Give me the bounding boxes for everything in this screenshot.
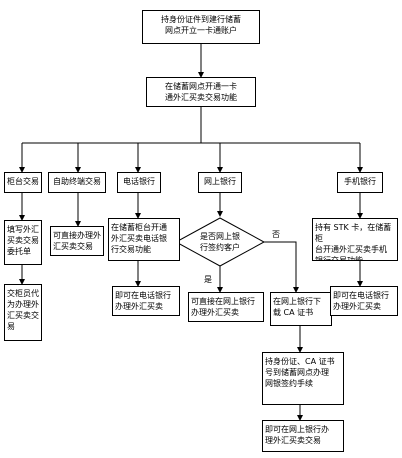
node-mobile-trade-result: 即可在电话银行 办理外汇买卖 [330, 286, 398, 316]
node-enable-fx-trading: 在储蓄网点开通一卡 通外汇买卖交易功能 [146, 77, 256, 107]
node-online-direct-trade: 可直接在网上银行 办理外汇买卖 [188, 292, 264, 322]
node-fill-order-form: 填写外汇 买卖交易 委托单 [4, 220, 42, 265]
node-sign-online-banking: 持身份证、CA 证书 号到储蓄网点办理 网银签约手续 [262, 352, 344, 405]
node-enable-mobile-trading: 持有 STK 卡，在储蓄柜 台开通外汇买卖手机 银行交易功能 [312, 218, 398, 261]
decision-is-online-customer: 是否网上银 行签约客户 [200, 232, 240, 252]
node-teller-handles-trade: 交柜员代 为办理外 汇买卖交 易 [4, 284, 42, 341]
node-enable-phone-trading: 在储蓄柜台开通 外汇买卖电话银 行交易功能 [108, 218, 180, 261]
node-direct-trade-terminal: 可直接办理外 汇买卖交易 [50, 226, 104, 256]
node-online-trade-result: 即可在网上银行办 理外汇买卖交易 [262, 420, 344, 452]
node-online-banking: 网上银行 [198, 172, 242, 193]
node-counter-trading: 柜台交易 [4, 172, 42, 193]
node-open-account: 持身份证件到建行储蓄 网点开立一卡通账户 [142, 10, 260, 44]
node-phone-trade-result: 即可在电话银行 办理外汇买卖 [112, 286, 180, 316]
node-self-service-trading: 自助终端交易 [48, 172, 106, 193]
node-phone-banking: 电话银行 [117, 172, 161, 193]
edge-decision-no [264, 241, 299, 293]
label-yes: 是 [204, 275, 212, 284]
node-mobile-banking: 手机银行 [337, 172, 383, 193]
label-no: 否 [272, 230, 280, 239]
node-download-ca-cert: 在网上银行下 载 CA 证书 [270, 292, 332, 326]
